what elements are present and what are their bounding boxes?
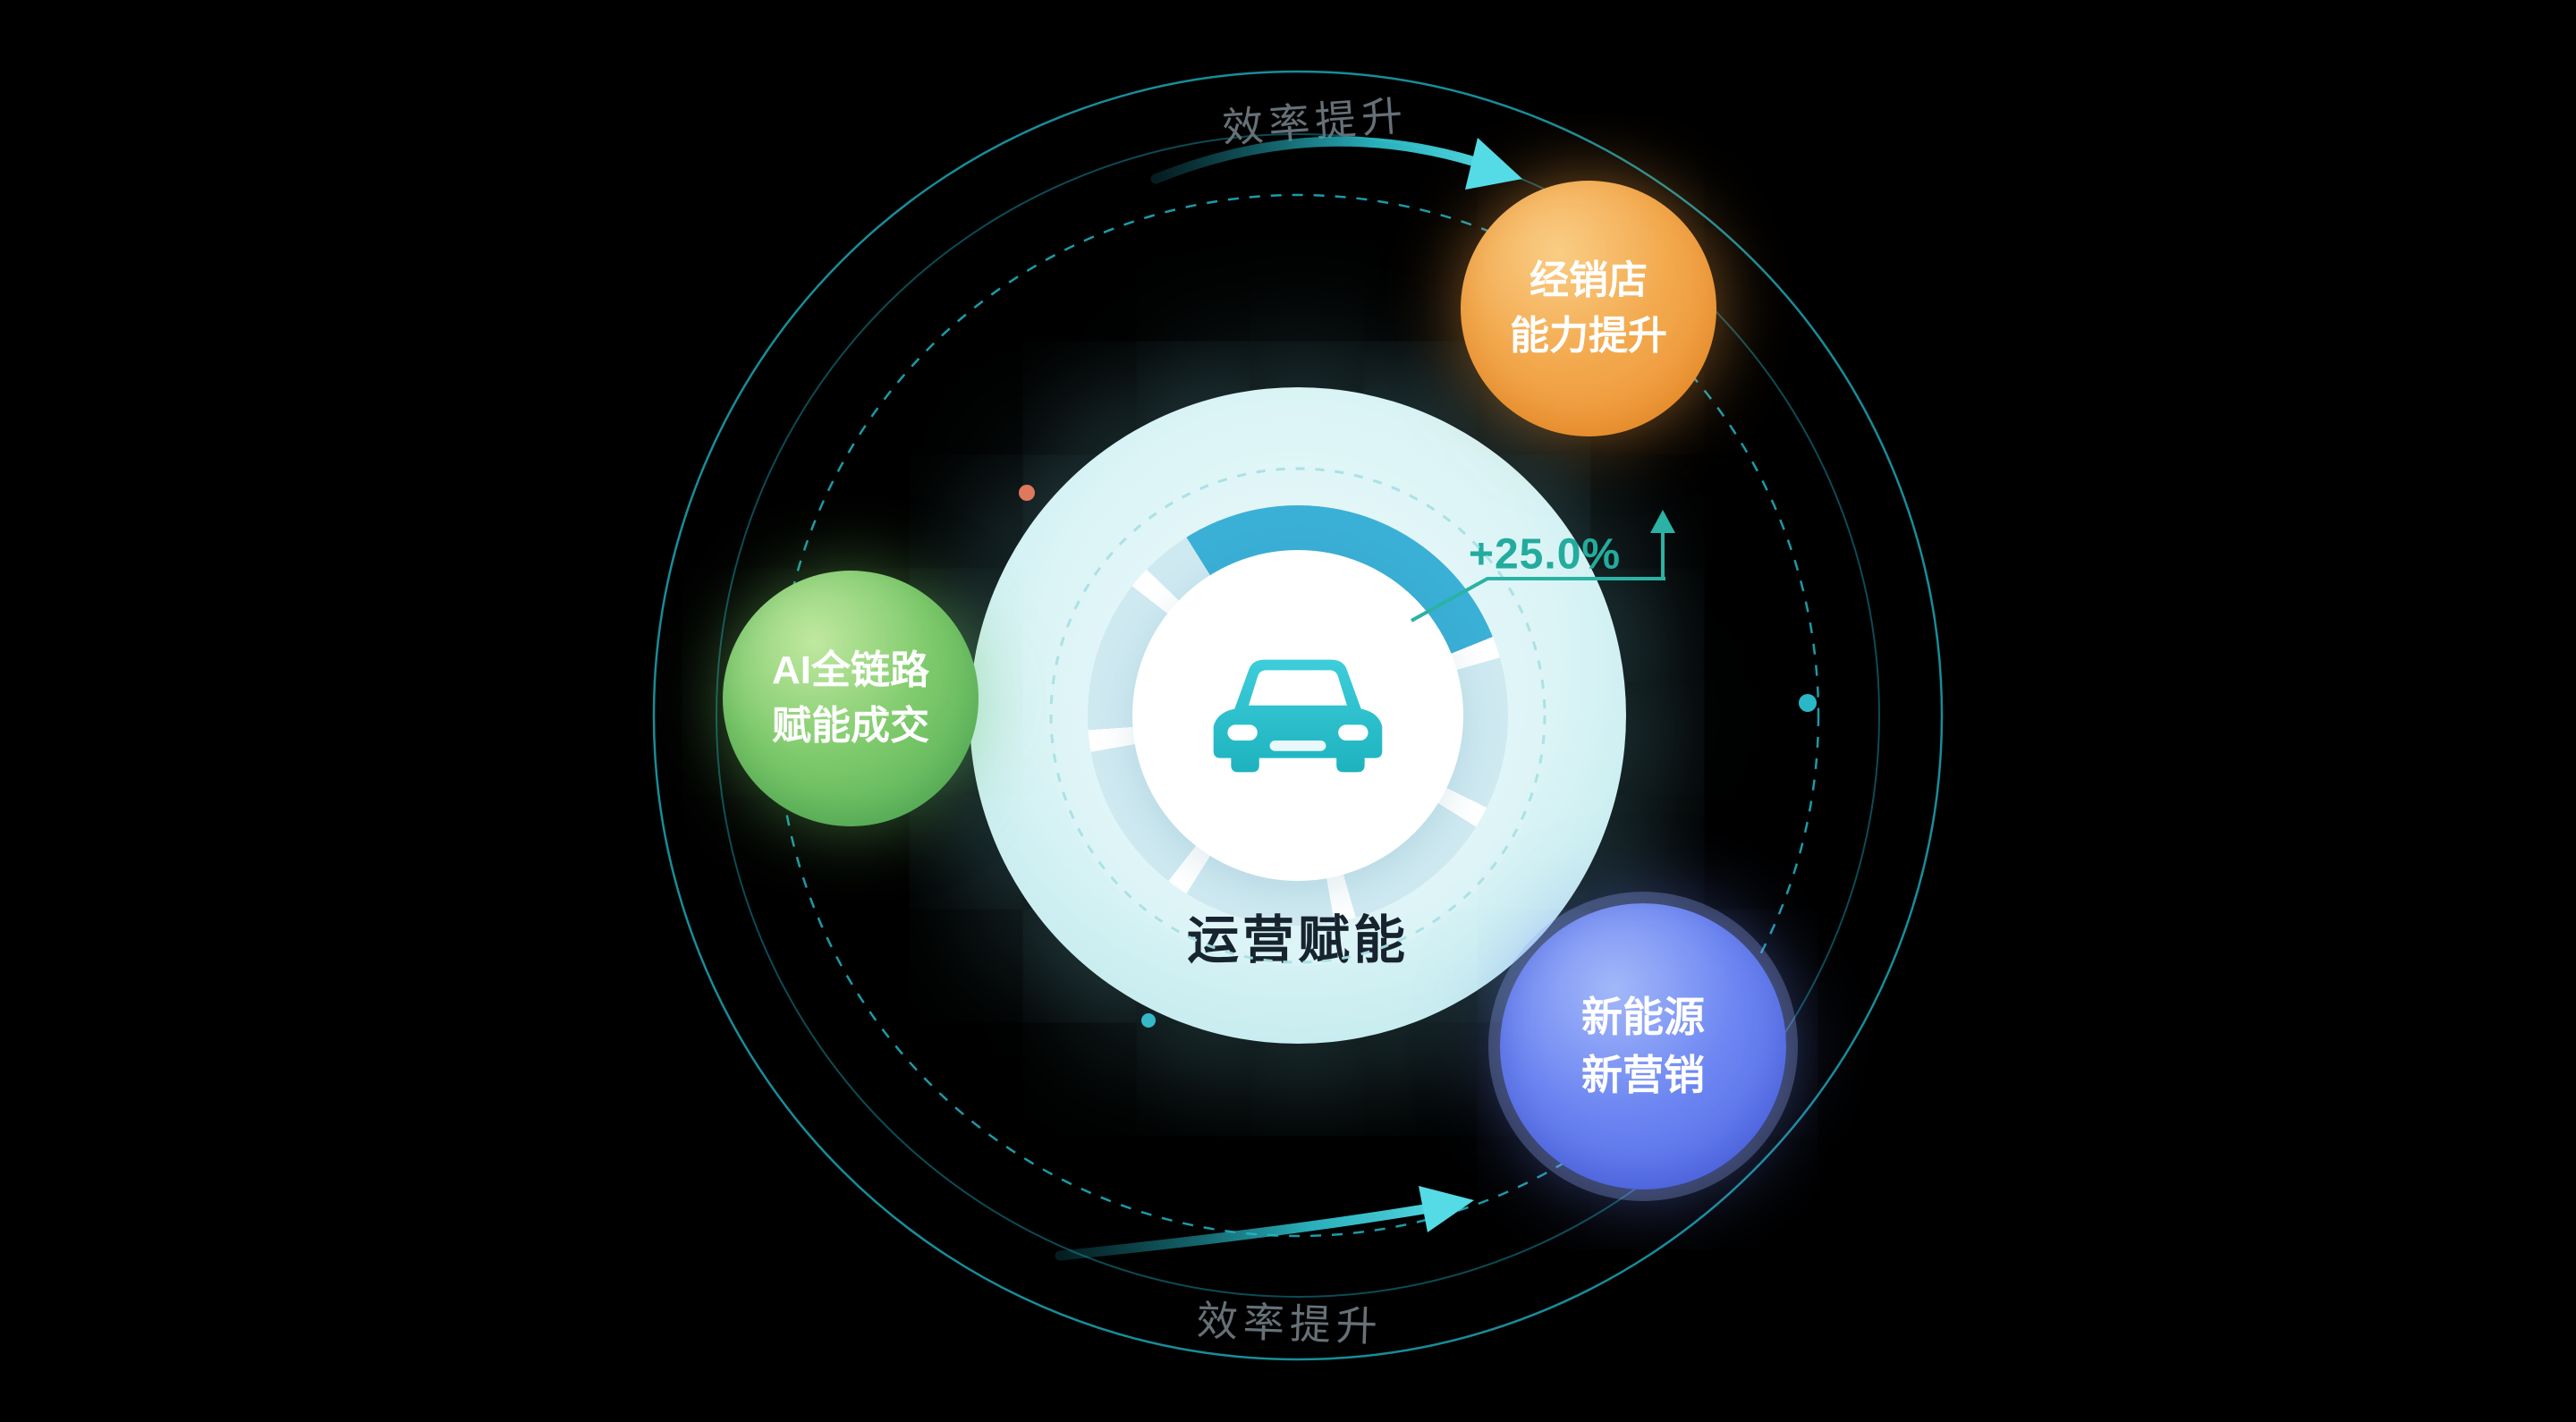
center-title: 运营赋能 (1186, 911, 1410, 969)
car-icon (1213, 659, 1383, 772)
bubble-dealer-line1: 经销店 (1530, 258, 1648, 302)
flow-label-bottom: 效率提升 (1196, 1297, 1384, 1350)
flow-arrowhead-bottom-icon (1419, 1186, 1474, 1232)
bubble-dealer-capability: 经销店 能力提升 (1461, 181, 1716, 436)
bubble-ai-line1: AI全链路 (772, 648, 929, 692)
bubble-ai-line2: 赋能成交 (772, 704, 929, 748)
bubble-nev-line1: 新能源 (1581, 993, 1705, 1040)
center-core-circle (1132, 550, 1463, 881)
metric-up-arrowhead-icon (1650, 510, 1675, 533)
accent-dot-orange (1019, 485, 1035, 501)
bubble-dealer-line2: 能力提升 (1510, 314, 1667, 358)
bubble-new-energy-marketing: 新能源 新营销 (1500, 903, 1786, 1189)
accent-dot-teal-right (1799, 694, 1817, 712)
flow-arrow-bottom (1055, 1204, 1429, 1261)
metric-value: +25.0% (1468, 530, 1622, 579)
accent-dot-teal-bottom (1141, 1013, 1156, 1028)
flow-label-top: 效率提升 (1220, 91, 1410, 152)
flow-arrowhead-top-icon (1465, 138, 1522, 190)
bubble-ai-full-chain: AI全链路 赋能成交 (723, 571, 979, 826)
bubble-nev-line2: 新营销 (1581, 1052, 1705, 1098)
